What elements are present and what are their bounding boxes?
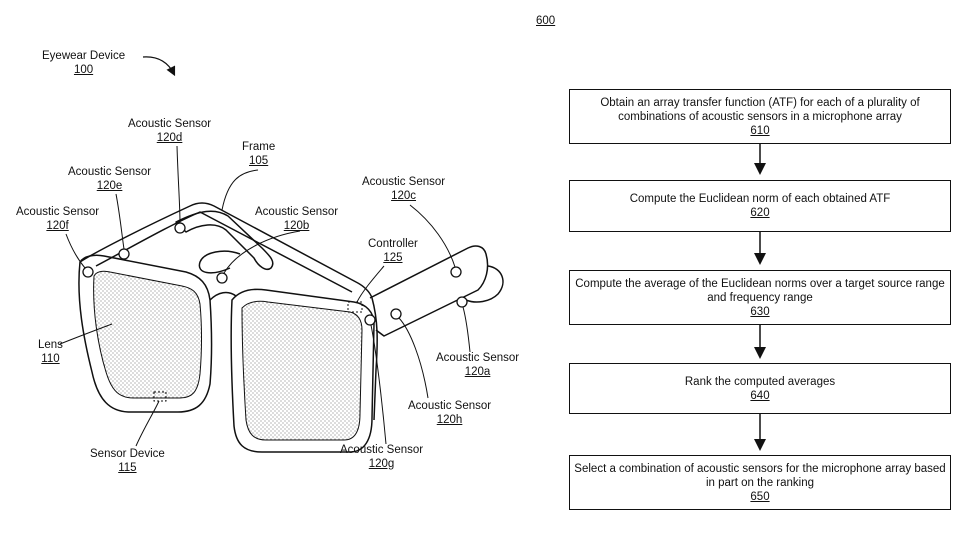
step-text: Select a combination of acoustic sensors…	[574, 462, 946, 489]
flow-step-640: Rank the computed averages 640	[569, 363, 951, 414]
label-ref: 120c	[391, 190, 417, 202]
step-ref: 620	[750, 207, 770, 219]
sensor-120a-marker	[456, 296, 468, 308]
label-ref: 115	[118, 462, 137, 474]
leader-controller	[356, 265, 385, 303]
label-ref: 105	[249, 155, 269, 167]
label-text: Acoustic Sensor	[436, 352, 520, 364]
label-sensor-120a: Acoustic Sensor 120a	[436, 351, 519, 379]
label-text: Acoustic Sensor	[16, 206, 100, 218]
leader-120f	[65, 233, 86, 269]
flow-step-620: Compute the Euclidean norm of each obtai…	[569, 180, 951, 232]
sensor-120g-marker	[364, 314, 376, 326]
left-lens-frame	[78, 254, 213, 413]
leader-sensor-device	[135, 400, 160, 447]
left-lens	[93, 270, 202, 399]
label-text: Acoustic Sensor	[68, 166, 152, 178]
label-ref: 125	[383, 252, 403, 264]
leader-120g	[370, 324, 387, 445]
leader-lens	[59, 323, 113, 345]
label-sensor-120h: Acoustic Sensor 120h	[408, 399, 491, 427]
label-sensor-120f: Acoustic Sensor 120f	[16, 205, 99, 233]
leader-120a	[462, 306, 471, 353]
label-sensor-device: Sensor Device 115	[90, 447, 165, 475]
near-temple-arm	[369, 245, 489, 337]
device-title-ref: 100	[73, 64, 94, 76]
sensor-device-marker	[153, 391, 167, 402]
label-ref: 120g	[368, 458, 395, 470]
step-text: Obtain an array transfer function (ATF) …	[600, 96, 920, 123]
label-frame: Frame 105	[242, 140, 275, 168]
sensor-120c-marker	[450, 266, 462, 278]
label-text: Lens	[38, 339, 63, 351]
label-text: Acoustic Sensor	[408, 400, 492, 412]
step-ref: 640	[750, 389, 770, 402]
right-lens	[241, 300, 363, 441]
label-text: Acoustic Sensor	[362, 176, 446, 188]
leader-120e	[115, 193, 125, 250]
label-ref: 120h	[436, 414, 463, 426]
label-text: Sensor Device	[90, 448, 165, 460]
label-sensor-120g: Acoustic Sensor 120g	[340, 443, 423, 471]
label-ref: 120a	[464, 366, 491, 378]
figure-number: 600	[536, 15, 556, 27]
sensor-120h-marker	[390, 308, 402, 320]
step-ref: 610	[750, 124, 770, 137]
label-ref: 120e	[96, 180, 123, 192]
title-arrow	[142, 56, 176, 77]
flow-step-610: Obtain an array transfer function (ATF) …	[569, 89, 951, 144]
label-sensor-120e: Acoustic Sensor 120e	[68, 165, 151, 193]
label-text: Acoustic Sensor	[128, 118, 212, 130]
sensor-120b-marker	[216, 272, 228, 284]
sensor-120d-marker	[174, 222, 186, 234]
right-lens-frame	[230, 288, 375, 453]
label-text: Frame	[242, 141, 276, 153]
step-text: Rank the computed averages	[684, 375, 836, 388]
label-ref: 120f	[46, 220, 69, 232]
label-sensor-120c: Acoustic Sensor 120c	[362, 175, 445, 203]
label-sensor-120d: Acoustic Sensor 120d	[128, 117, 211, 145]
label-lens: Lens 110	[38, 338, 63, 366]
flow-step-650: Select a combination of acoustic sensors…	[569, 455, 951, 510]
leader-120c	[409, 204, 456, 268]
label-text: Controller	[368, 238, 418, 250]
label-text: Acoustic Sensor	[255, 206, 339, 218]
frame-top-bar	[79, 202, 373, 299]
label-ref: 110	[41, 353, 60, 365]
leader-120h	[398, 317, 429, 399]
frame-side	[371, 297, 378, 421]
frame-top-bar-inner	[95, 211, 353, 293]
label-sensor-120b: Acoustic Sensor 120b	[255, 205, 338, 233]
step-ref: 630	[750, 305, 770, 318]
sensor-120f-marker	[82, 266, 94, 278]
leader-frame	[221, 169, 259, 211]
label-ref: 120d	[156, 132, 183, 144]
device-title-text: Eyewear Device	[42, 50, 126, 62]
label-text: Acoustic Sensor	[340, 444, 424, 456]
sensor-120e-marker	[118, 248, 130, 260]
far-hook-wire	[198, 250, 241, 274]
leader-120b	[223, 230, 301, 274]
label-ref: 120b	[283, 220, 310, 232]
flow-step-630: Compute the average of the Euclidean nor…	[569, 270, 951, 325]
near-ear-hook	[465, 265, 504, 303]
device-title-label: Eyewear Device 100	[42, 49, 125, 77]
bridge	[209, 291, 237, 301]
step-text: Compute the Euclidean norm of each obtai…	[629, 193, 891, 205]
step-ref: 650	[750, 490, 770, 503]
leader-120d	[176, 145, 181, 224]
step-text: Compute the average of the Euclidean nor…	[575, 277, 945, 304]
far-temple-arm	[175, 210, 274, 270]
label-controller: Controller 125	[368, 237, 418, 265]
